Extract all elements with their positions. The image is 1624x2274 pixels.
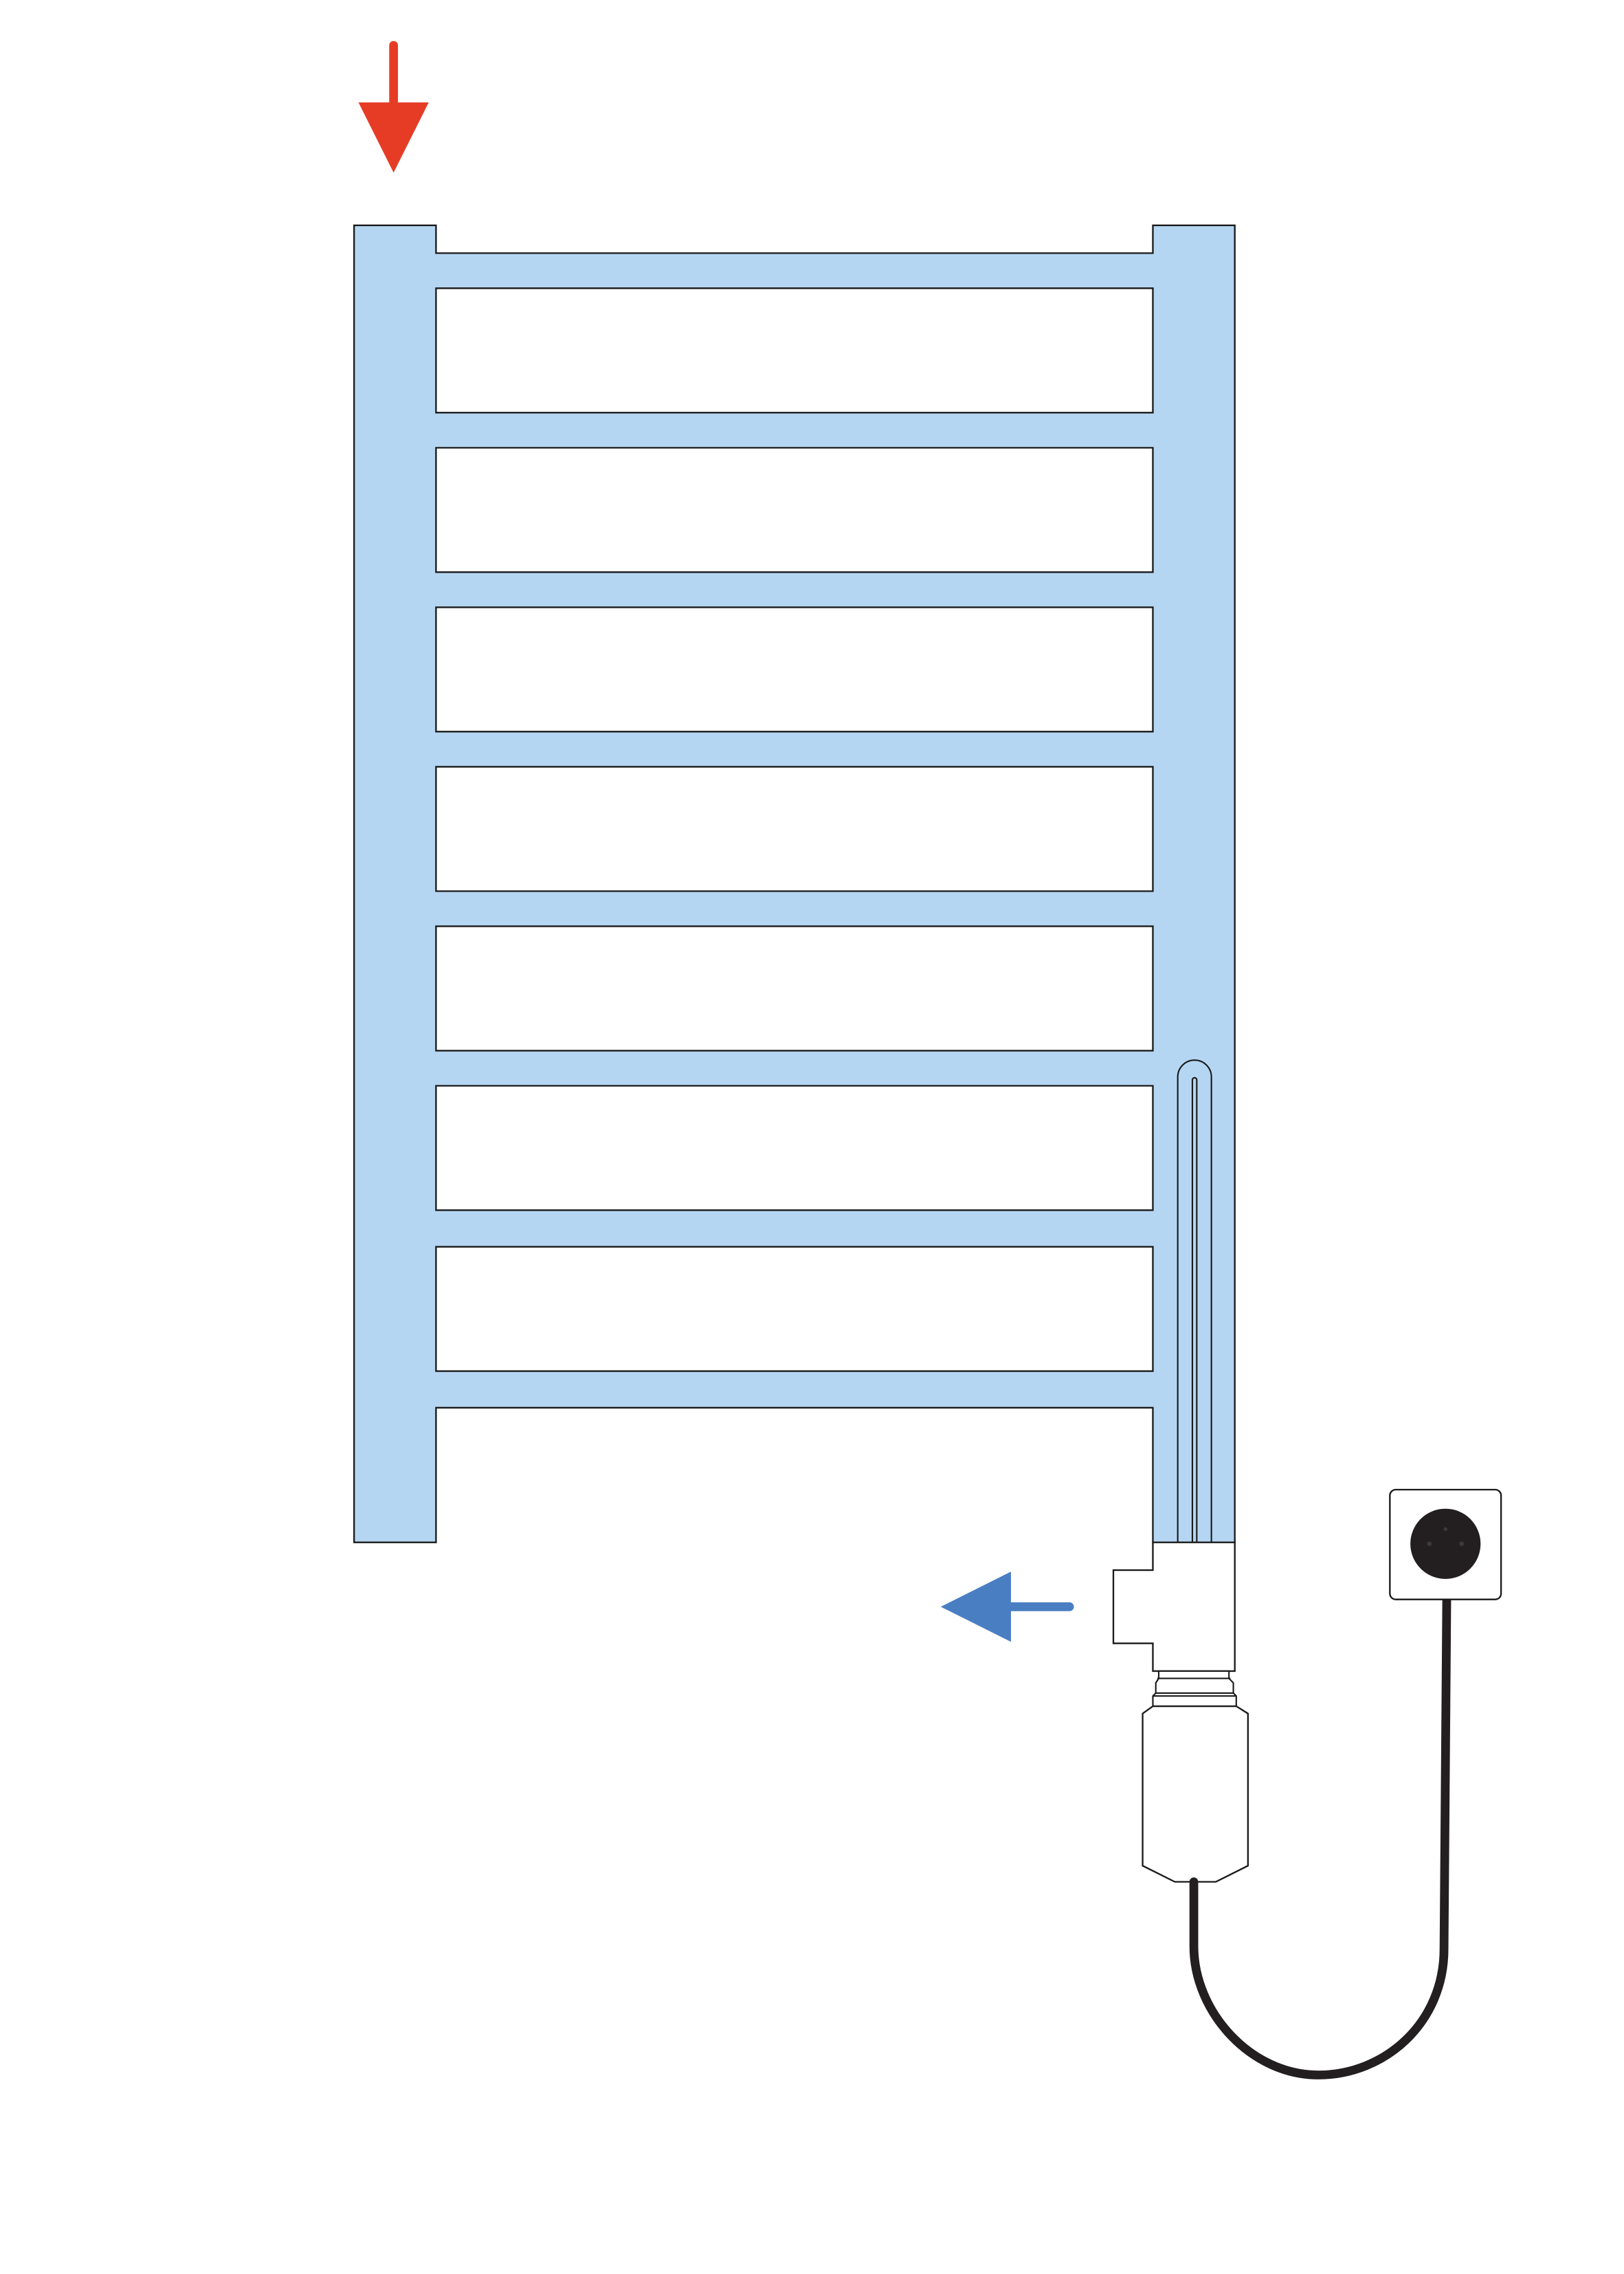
arrow-left-icon xyxy=(940,1571,1074,1642)
heating-element-core xyxy=(1191,1077,1198,1543)
plug-earth xyxy=(1443,1527,1447,1532)
power-plug-icon xyxy=(1410,1508,1481,1579)
plug-pin xyxy=(1427,1541,1432,1547)
plug-pin xyxy=(1459,1541,1465,1547)
power-cable xyxy=(1189,1567,1451,2079)
heater-control-housing xyxy=(1142,1705,1249,1883)
arrow-down-icon xyxy=(358,41,429,173)
towel-radiator-frame xyxy=(353,224,1236,1543)
t-fitting xyxy=(1112,1541,1236,1673)
heating-element xyxy=(1177,1059,1212,1543)
thread-connector xyxy=(1152,1670,1237,1708)
